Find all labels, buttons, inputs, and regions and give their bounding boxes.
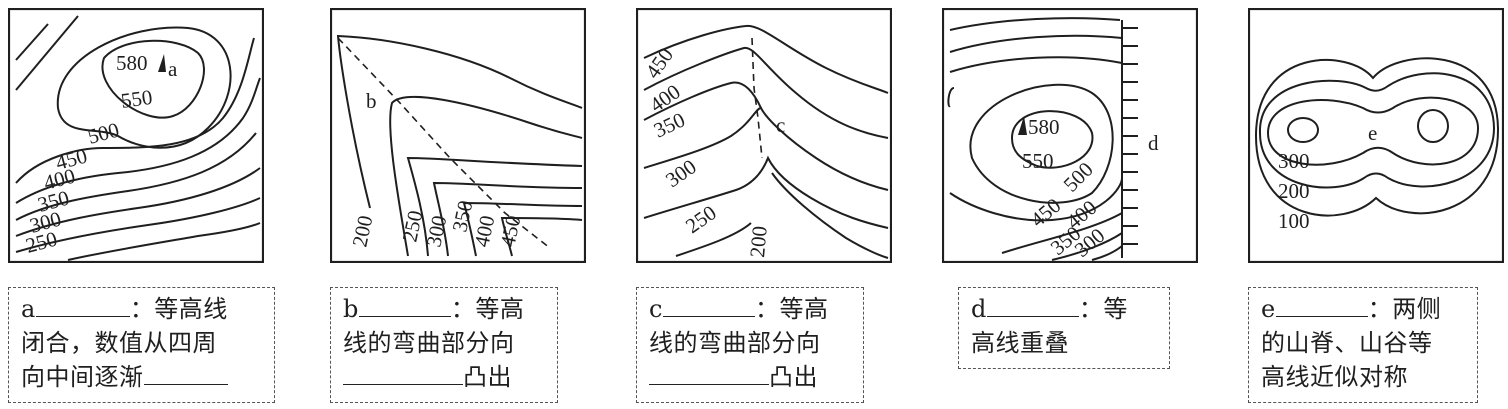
answer-blank[interactable] xyxy=(358,294,451,317)
contour-label: 200 xyxy=(745,225,772,258)
panel-b-ridge: b 200 250 300 350 400 450 xyxy=(330,8,586,263)
contour-label: 250 xyxy=(681,200,721,238)
answer-blank[interactable] xyxy=(1275,294,1368,317)
panel-d-cliff: 580 550 d 500 450 400 350 300 xyxy=(942,8,1198,263)
cliff-ticks xyxy=(1122,27,1138,245)
caption-d: d：等 高线重叠 xyxy=(958,287,1170,369)
caption-a: a：等高线 闭合，数值从四周 向中间逐渐 xyxy=(8,287,275,403)
contour-label: 500 xyxy=(85,117,122,148)
panel-e-map: e 300 200 100 xyxy=(1248,8,1504,263)
answer-blank[interactable] xyxy=(662,294,755,317)
panel-c-map: c 450 400 350 300 250 200 xyxy=(636,8,892,263)
contour-label: 200 xyxy=(347,213,377,249)
contour-label: 500 xyxy=(1059,157,1098,196)
panel-a-hilltop: 580 a 550 500 450 400 350 300 250 xyxy=(8,8,264,263)
caption-c: c：等高 线的弯曲部分向 凸出 xyxy=(636,287,864,403)
contour-label: 450 xyxy=(640,43,678,83)
peak-value-label: 580 xyxy=(116,51,148,75)
peak-value-label: 580 xyxy=(1028,115,1060,139)
point-letter-a: a xyxy=(168,57,178,81)
contour-label: 100 xyxy=(1278,209,1310,233)
peak-triangle-icon xyxy=(1018,116,1027,135)
contour-label: 300 xyxy=(1278,149,1310,173)
panel-d-map: 580 550 d 500 450 400 350 300 xyxy=(942,8,1198,263)
contour-label: 450 xyxy=(495,213,525,249)
answer-blank[interactable] xyxy=(343,362,463,385)
caption-e: e：两侧 的山脊、山谷等 高线近似对称 xyxy=(1248,287,1478,403)
answer-blank[interactable] xyxy=(35,294,130,317)
point-letter-d: d xyxy=(1148,131,1159,155)
panel-e-saddle: e 300 200 100 xyxy=(1248,8,1504,263)
panel-a-map: 580 a 550 500 450 400 350 300 250 xyxy=(8,8,264,263)
caption-b: b：等高 线的弯曲部分向 凸出 xyxy=(330,287,558,403)
contour-label: 550 xyxy=(1022,149,1054,173)
panel-c-valley: c 450 400 350 300 250 200 xyxy=(636,8,892,263)
contour-label: 200 xyxy=(1278,179,1310,203)
contour-label: 550 xyxy=(119,85,154,113)
panel-b-map: b 200 250 300 350 400 450 xyxy=(330,8,586,263)
point-letter-b: b xyxy=(366,89,377,113)
answer-blank[interactable] xyxy=(986,294,1079,317)
answer-blank[interactable] xyxy=(649,362,769,385)
contour-label: 450 xyxy=(1026,193,1066,232)
peak-triangle-icon xyxy=(158,54,166,72)
point-letter-c: c xyxy=(776,113,785,137)
point-letter-e: e xyxy=(1368,121,1377,145)
answer-blank[interactable] xyxy=(143,362,228,385)
